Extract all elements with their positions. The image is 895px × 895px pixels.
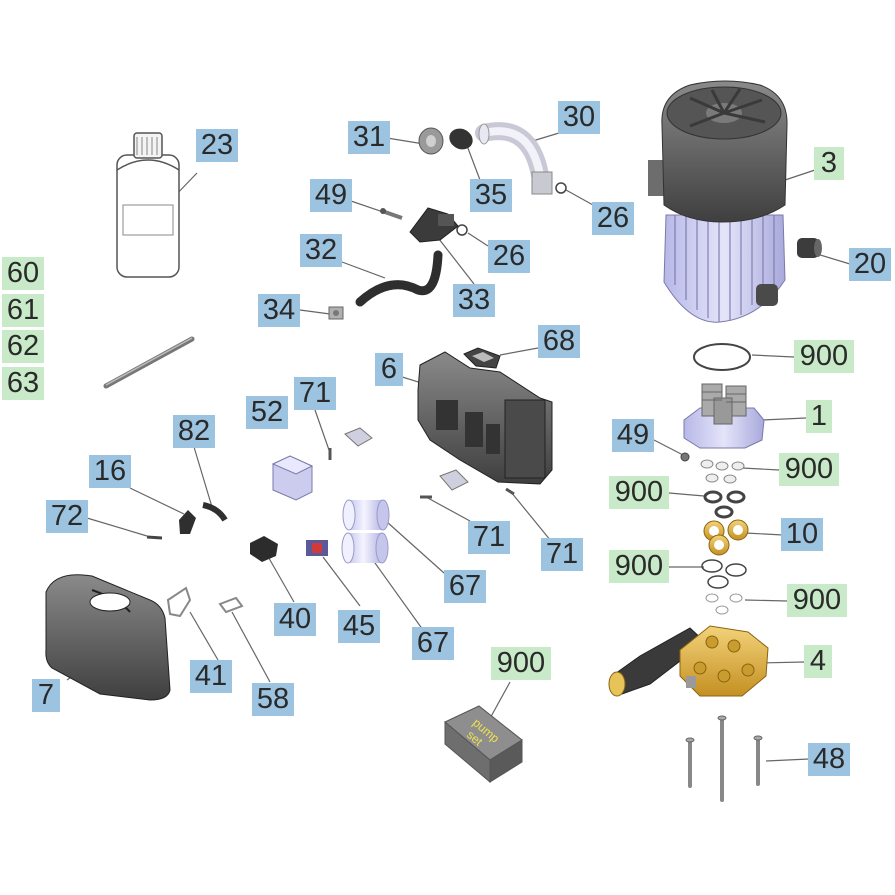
part-label-52: 52 <box>246 396 288 429</box>
ring-set-900e <box>705 593 743 615</box>
housing-part-6 <box>417 351 553 485</box>
bracket-part-71a <box>344 427 373 447</box>
part-label-900d: 900 <box>609 550 669 583</box>
part-label-16: 16 <box>89 455 131 488</box>
part-label-67a: 67 <box>444 570 486 603</box>
part-label-900e: 900 <box>787 584 847 617</box>
bolt-heads <box>685 715 763 743</box>
part-label-40: 40 <box>274 603 316 636</box>
part-label-4: 4 <box>804 645 832 678</box>
screw-part-71c <box>505 487 515 496</box>
ring-set-900c <box>703 490 746 519</box>
part-label-49a: 49 <box>310 179 352 212</box>
bracket-part-71b <box>439 469 469 491</box>
part-label-62: 62 <box>2 330 44 363</box>
part-label-72: 72 <box>46 500 88 533</box>
part-label-6: 6 <box>375 353 403 386</box>
cable-part-82 <box>202 502 228 522</box>
relay-part-52 <box>271 455 314 501</box>
part-label-900f: 900 <box>491 647 551 680</box>
part-label-35: 35 <box>470 179 512 212</box>
plug-part-20 <box>797 238 822 258</box>
part-label-900c: 900 <box>609 476 669 509</box>
cap-part-31 <box>418 127 444 155</box>
part-label-1: 1 <box>806 400 832 433</box>
rod-part <box>103 336 195 389</box>
part-label-71a: 71 <box>294 377 336 410</box>
part-label-10: 10 <box>781 518 823 551</box>
screw-part-49b <box>680 452 690 462</box>
part-label-45: 45 <box>338 610 380 643</box>
hose-part-32 <box>355 250 443 307</box>
part-label-82: 82 <box>173 415 215 448</box>
part-label-61: 61 <box>2 294 44 327</box>
part-label-58: 58 <box>252 683 294 716</box>
part-label-34: 34 <box>258 294 300 327</box>
part-label-900a: 900 <box>794 340 854 373</box>
part-label-33: 33 <box>453 284 495 317</box>
part-label-60: 60 <box>2 257 44 290</box>
clip-part-58 <box>218 596 244 614</box>
capacitor-part-67b <box>341 532 389 564</box>
part-label-26a: 26 <box>592 202 634 235</box>
clip-part-34 <box>328 306 344 320</box>
part-label-20: 20 <box>849 248 891 281</box>
switch-part-40 <box>250 536 278 562</box>
part-label-71b: 71 <box>468 521 510 554</box>
o-ring-26b <box>456 224 468 236</box>
seal-part-35 <box>449 128 473 150</box>
part-label-67b: 67 <box>412 627 454 660</box>
part-label-31: 31 <box>348 121 390 154</box>
screw-part-49a <box>380 208 403 220</box>
ring-set-900d <box>701 559 747 589</box>
bolts-part-48 <box>688 718 760 802</box>
part-label-49b: 49 <box>612 419 654 452</box>
leader-lines <box>66 132 851 762</box>
part-label-48: 48 <box>808 743 850 776</box>
motor-part-3 <box>648 80 788 323</box>
switch-part-16 <box>179 510 196 534</box>
part-label-30: 30 <box>558 101 600 134</box>
elbow-hose-part-30 <box>475 122 553 195</box>
tank-part-7 <box>45 574 171 701</box>
brass-rings-part-10 <box>703 519 749 556</box>
part-label-68: 68 <box>538 325 580 358</box>
part-label-23: 23 <box>196 129 238 162</box>
pump-set-box: pump set <box>444 705 523 784</box>
part-label-71c: 71 <box>541 538 583 571</box>
ring-set-900b <box>700 459 745 484</box>
part-label-63: 63 <box>2 367 44 400</box>
part-label-26b: 26 <box>488 240 530 273</box>
gasket-part-68 <box>463 347 501 369</box>
part-label-3: 3 <box>814 147 844 180</box>
bracket-part-41 <box>166 586 192 618</box>
part-label-7: 7 <box>32 679 60 712</box>
part-label-32: 32 <box>300 234 342 267</box>
pump-head-part-1 <box>683 383 765 449</box>
oil-bottle-part <box>116 132 180 278</box>
part-label-900b: 900 <box>779 453 839 486</box>
o-ring-900a <box>693 343 751 371</box>
connector-part-45 <box>306 540 328 556</box>
pump-part-4 <box>608 625 769 697</box>
capacitor-part-67a <box>342 499 390 531</box>
screw-part-72 <box>146 535 163 540</box>
o-ring-26a <box>555 182 567 194</box>
valve-part-33 <box>409 207 459 243</box>
part-label-41: 41 <box>190 660 232 693</box>
